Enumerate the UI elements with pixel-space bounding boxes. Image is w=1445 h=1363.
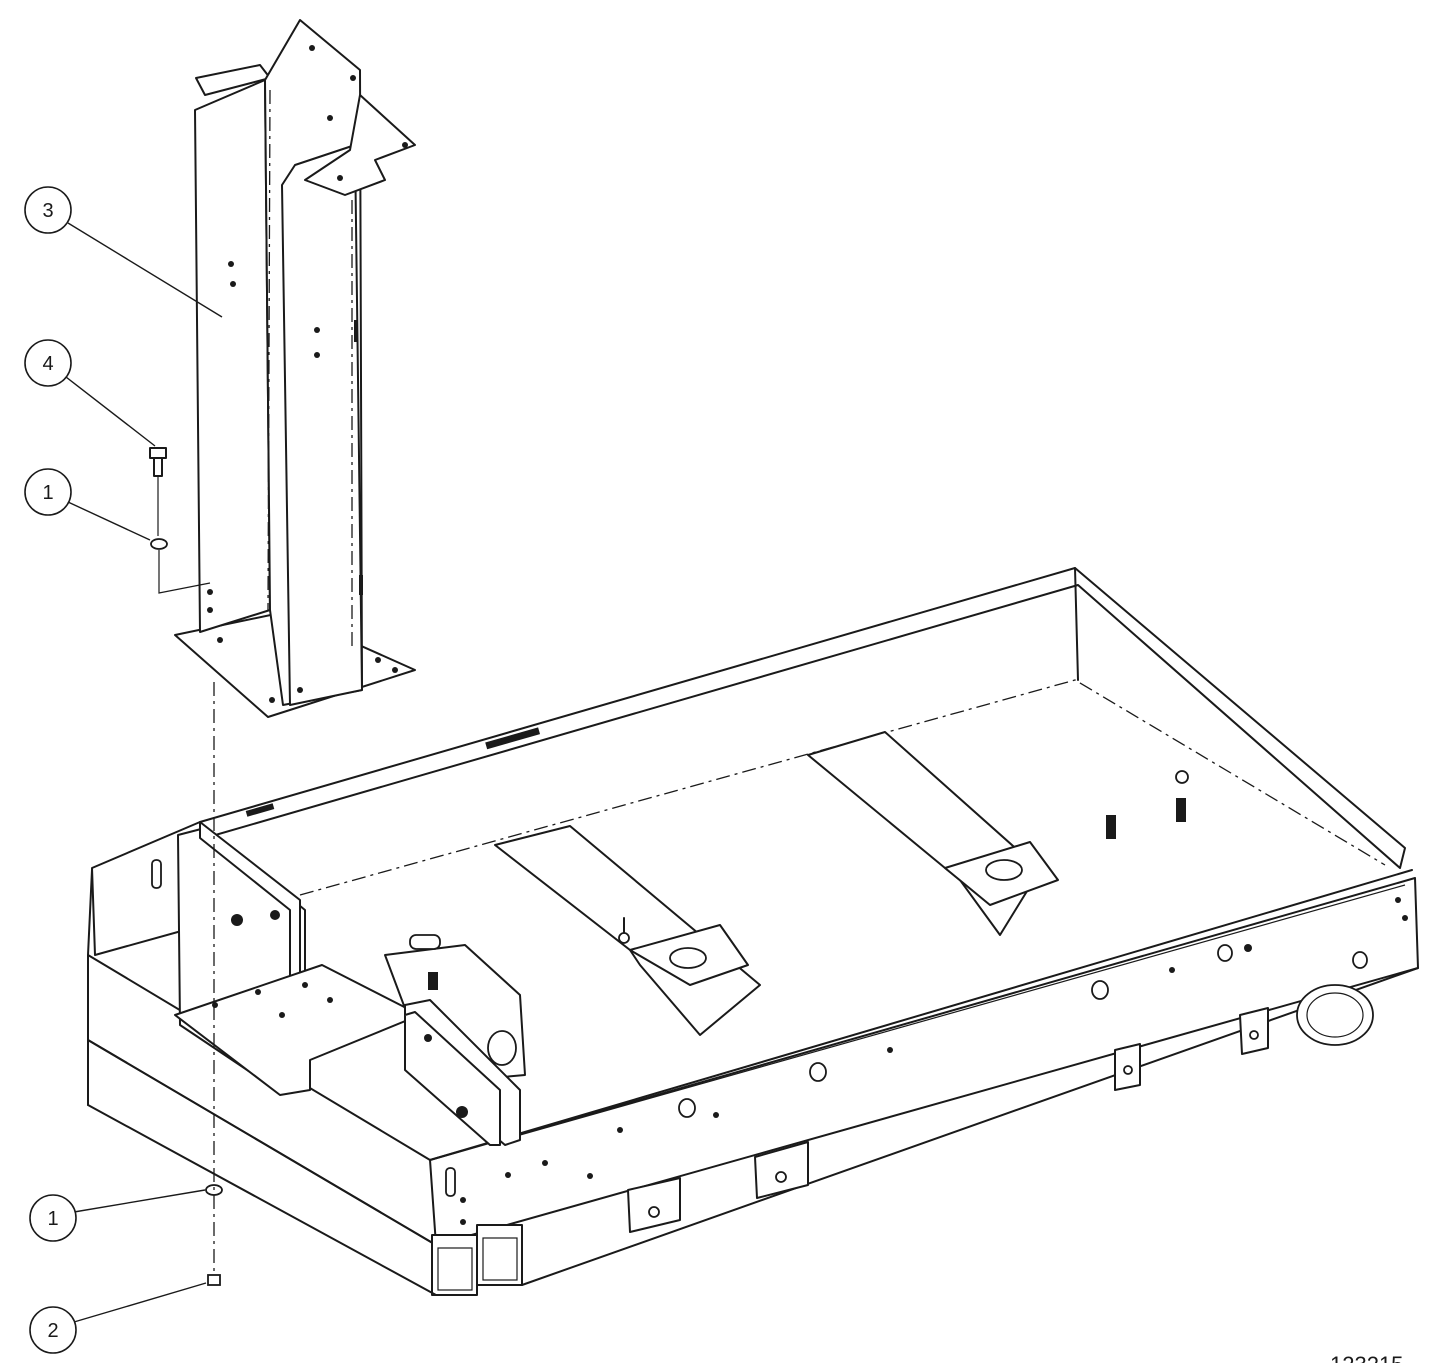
washer-upper xyxy=(150,538,168,550)
nut xyxy=(207,1274,221,1286)
callout-1b: 1 xyxy=(29,1189,206,1242)
callout-1a: 1 xyxy=(24,468,151,541)
fasteners xyxy=(149,447,223,1286)
base-frame xyxy=(87,567,1419,1296)
callout-1b-label: 1 xyxy=(47,1208,58,1230)
callout-4-label: 4 xyxy=(42,353,53,375)
callout-2: 2 xyxy=(29,1282,207,1354)
drawing-number: 123215 xyxy=(1330,1352,1403,1363)
bolt xyxy=(149,447,167,536)
callout-3: 3 xyxy=(24,186,223,318)
callout-1a-label: 1 xyxy=(42,482,53,504)
callout-4: 4 xyxy=(24,339,156,447)
rail-tab xyxy=(754,1141,809,1199)
callout-3-label: 3 xyxy=(42,200,53,222)
callout-2-label: 2 xyxy=(47,1320,58,1342)
rail-tab xyxy=(627,1177,681,1233)
rail-tab xyxy=(1239,1007,1269,1055)
callouts: 3 4 1 1 2 xyxy=(24,186,223,1354)
rail-tab xyxy=(1114,1043,1141,1091)
column-part xyxy=(174,19,416,718)
